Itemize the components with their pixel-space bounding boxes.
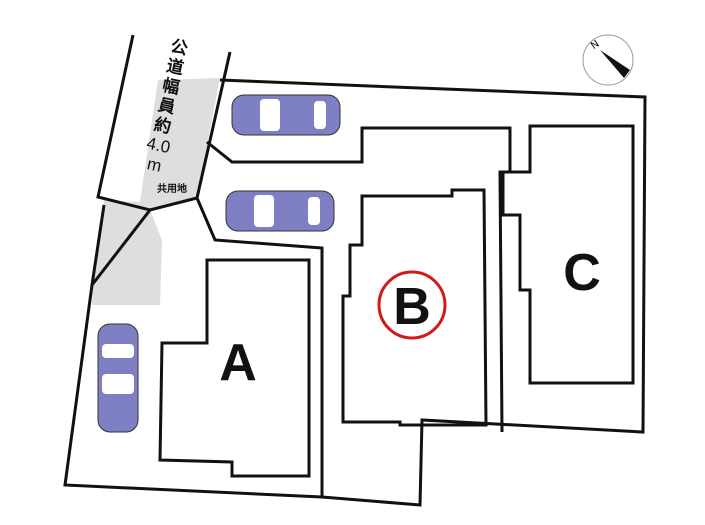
road-char: 幅 [161, 75, 182, 98]
lot-label-a: A [219, 334, 257, 392]
road-char: 約 [152, 114, 173, 137]
building-a-outline [158, 258, 311, 478]
car-icon [97, 323, 139, 433]
building-c-outline [501, 124, 635, 385]
lot-label-c: C [563, 244, 601, 302]
lot-label-b: B [393, 278, 431, 336]
road-width-unit: m [145, 154, 163, 176]
road-char: 道 [165, 55, 186, 78]
compass-icon: N [582, 34, 634, 86]
road-width-label: 公 道 幅 員 約 4.0 m [145, 37, 190, 176]
building-b-outline [341, 188, 488, 427]
shared-area [92, 78, 220, 305]
lot-b-highlight-circle [377, 270, 447, 340]
car-icon [231, 94, 341, 136]
road-width-value: 4.0 [145, 134, 172, 157]
car-icon [225, 190, 335, 232]
road-char: 公 [169, 37, 190, 59]
road-char: 員 [155, 95, 177, 117]
shared-land-label: 共用地 [157, 182, 187, 195]
